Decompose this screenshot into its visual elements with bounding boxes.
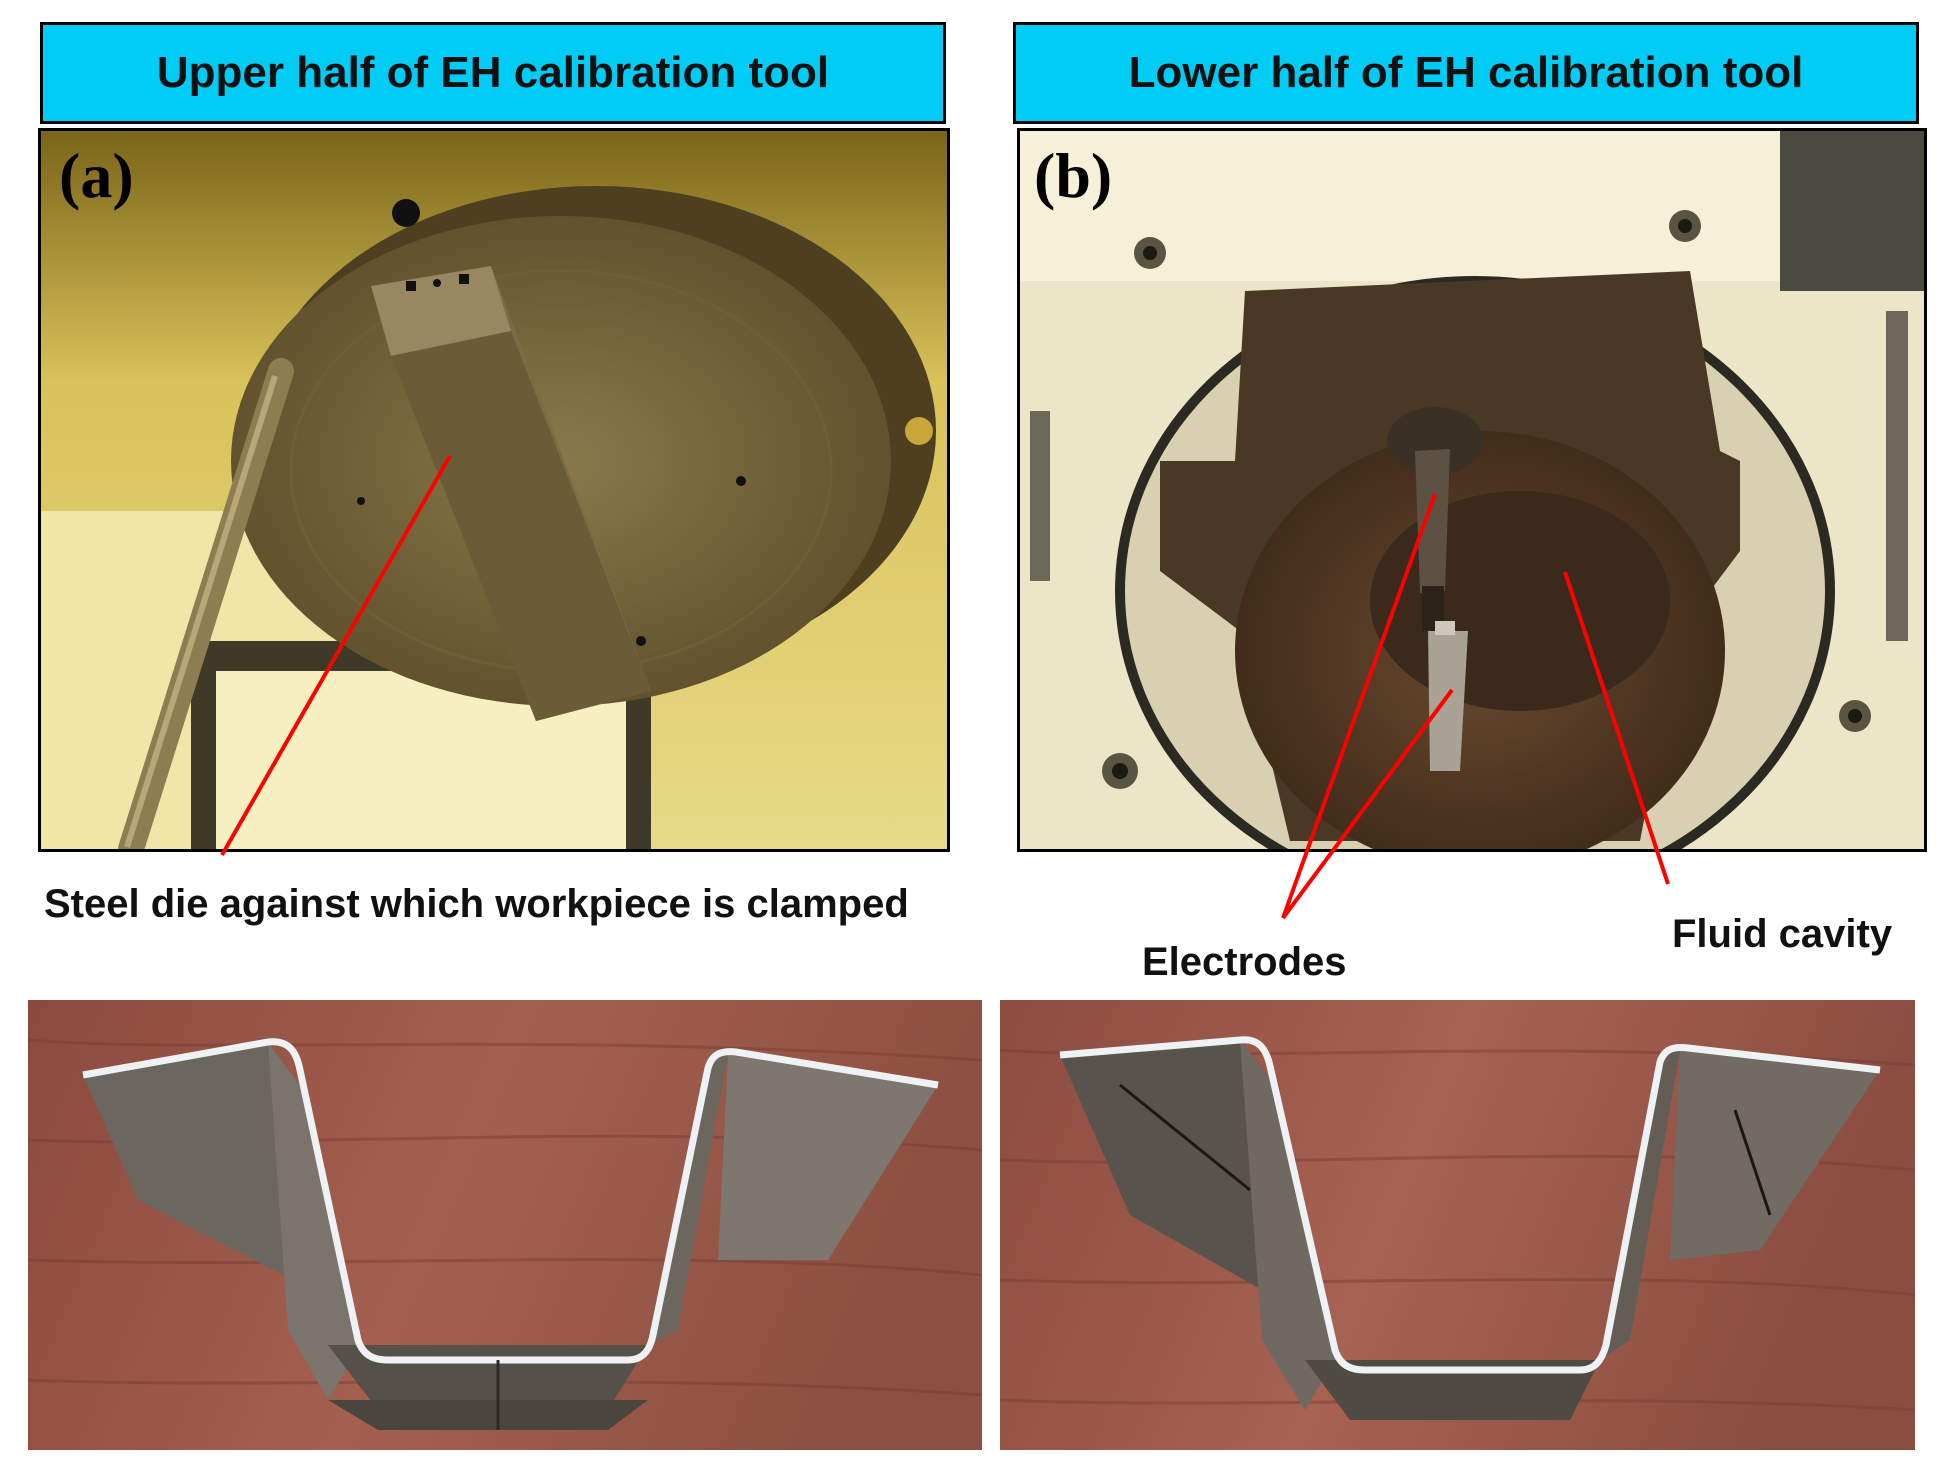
banner-upper-half: Upper half of EH calibration tool — [40, 22, 946, 124]
photo-formed-part-right — [1000, 1000, 1915, 1450]
panel-letter-b: (b) — [1034, 140, 1113, 211]
label-electrodes: Electrodes — [1142, 940, 1347, 984]
label-fluid-cavity: Fluid cavity — [1672, 912, 1893, 956]
banner-lower-half: Lower half of EH calibration tool — [1013, 22, 1919, 124]
panel-letter-a: (a) — [59, 140, 134, 211]
photo-lower-half: (b) — [1017, 128, 1927, 852]
caption-steel-die: Steel die against which workpiece is cla… — [44, 882, 909, 926]
photo-formed-part-left — [28, 1000, 982, 1450]
photo-upper-half: (a) — [38, 128, 950, 852]
